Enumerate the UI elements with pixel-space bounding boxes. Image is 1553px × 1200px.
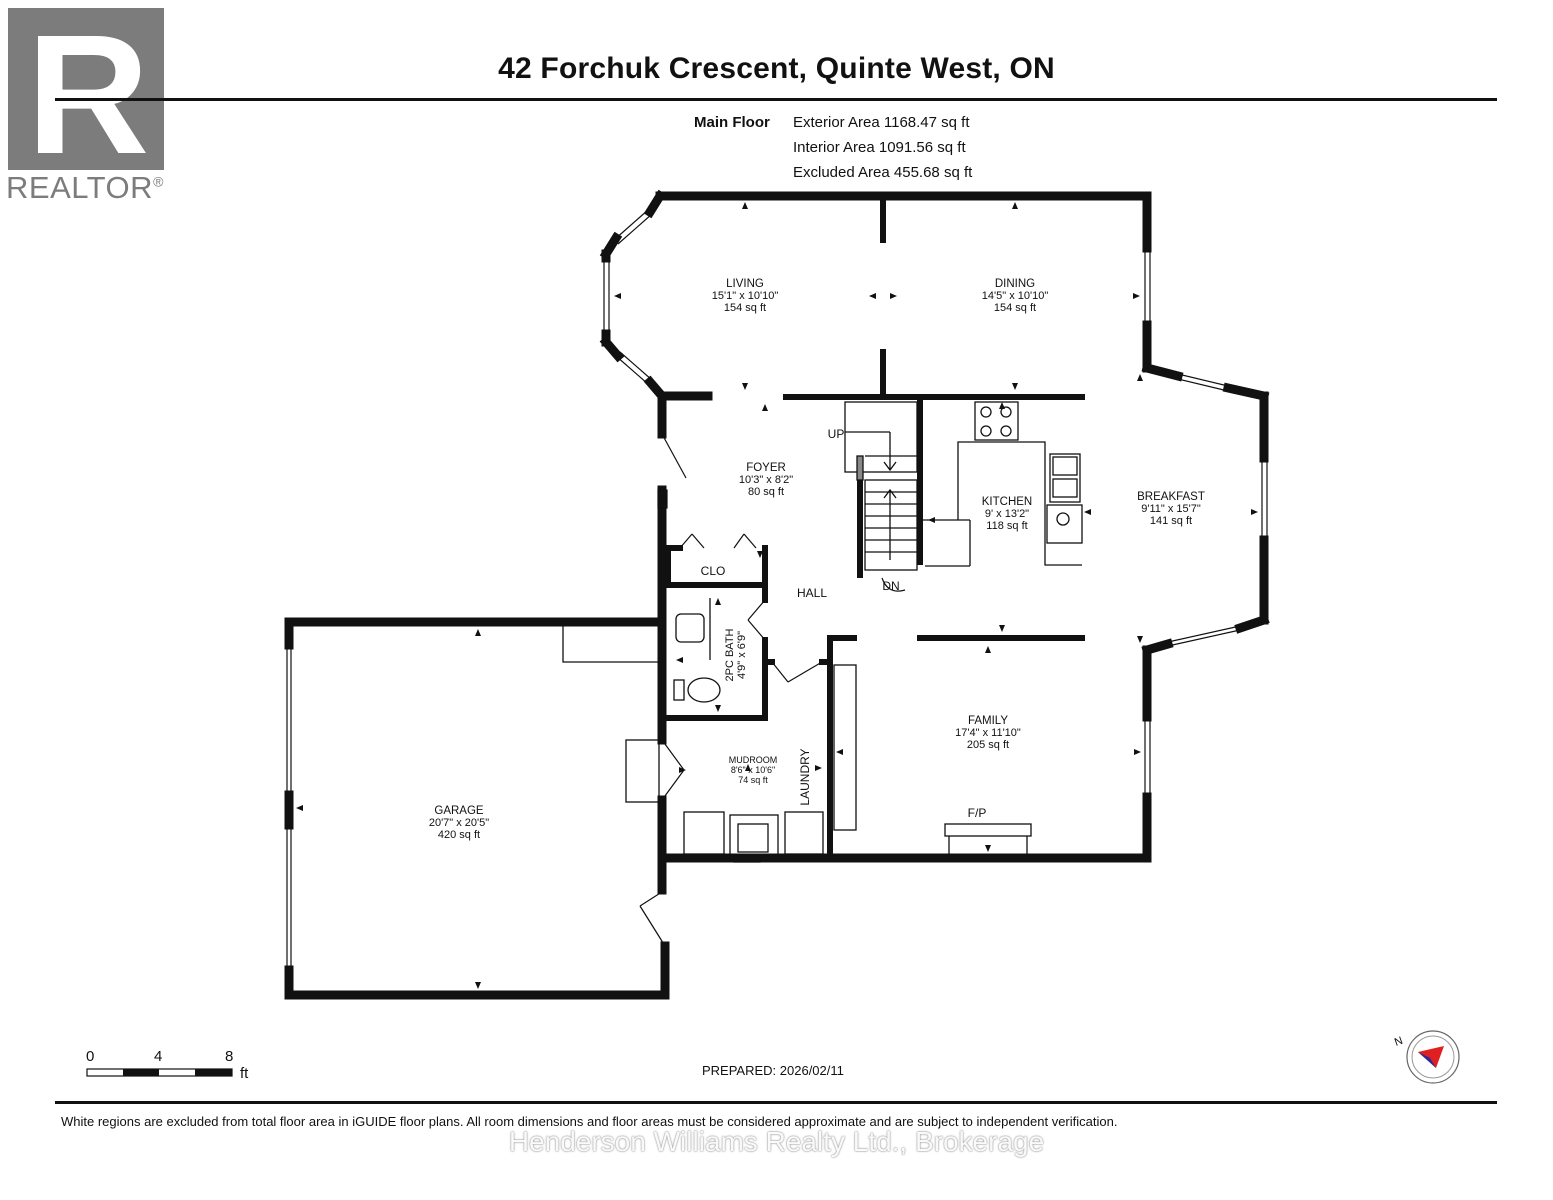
exterior-area: Exterior Area 1168.47 sq ft (793, 114, 970, 131)
header-rule (55, 98, 1497, 101)
room-living-dims: 15'1" x 10'10" (711, 290, 779, 302)
room-mudroom-dims: 8'6" x 10'6" (730, 765, 776, 775)
room-breakfast-dims: 9'11" x 15'7" (1141, 503, 1201, 515)
room-family-dims: 17'4" x 11'10" (955, 727, 1021, 739)
room-bath-name: 2PC BATH (724, 628, 736, 682)
realtor-logo: R (8, 8, 164, 170)
stairs-up-label: UP (827, 427, 845, 441)
room-kitchen-dims: 9' x 13'2" (984, 508, 1030, 520)
room-breakfast-area: 141 sq ft (1149, 515, 1193, 527)
room-mudroom-name: MUDROOM (728, 755, 778, 765)
hall-label: HALL (796, 586, 828, 600)
room-dining-area: 154 sq ft (993, 302, 1037, 314)
excluded-area: Excluded Area 455.68 sq ft (793, 164, 973, 181)
room-garage: GARAGE 20'7" x 20'5" 420 sq ft (429, 805, 489, 841)
room-foyer-name: FOYER (746, 462, 786, 474)
footer-rule (55, 1101, 1497, 1104)
room-family: FAMILY 17'4" x 11'10" 205 sq ft (955, 715, 1021, 751)
room-kitchen: KITCHEN 9' x 13'2" 118 sq ft (982, 496, 1032, 532)
laundry-label: LAUNDRY (798, 748, 812, 806)
room-kitchen-name: KITCHEN (981, 496, 1033, 508)
room-dining: DINING 14'5" x 10'10" 154 sq ft (982, 278, 1048, 314)
room-foyer: FOYER 10'3" x 8'2" 80 sq ft (739, 462, 793, 498)
registered-mark: ® (153, 173, 164, 190)
room-living: LIVING 15'1" x 10'10" 154 sq ft (712, 278, 778, 314)
stairs-down-label: DN (882, 579, 900, 593)
disclaimer-text: White regions are excluded from total fl… (61, 1114, 1118, 1129)
brokerage-watermark: Henderson Williams Realty Ltd., Brokerag… (508, 1126, 1045, 1157)
room-foyer-area: 80 sq ft (747, 486, 785, 498)
room-family-name: FAMILY (967, 715, 1009, 727)
room-mudroom: MUDROOM 8'6" x 10'6" 74 sq ft (729, 755, 778, 785)
area-summary: Main Floor Exterior Area 1168.47 sq ft I… (694, 110, 972, 185)
room-dining-name: DINING (994, 278, 1036, 290)
room-bath: 2PC BATH 4'9" x 6'9" (724, 629, 748, 682)
closet-label: CLO (700, 564, 726, 578)
room-family-area: 205 sq ft (966, 739, 1010, 751)
realtor-wordmark-text: REALTOR (6, 170, 154, 205)
scale-tick-4: 4 (154, 1048, 163, 1065)
room-breakfast: BREAKFAST 9'11" x 15'7" 141 sq ft (1137, 491, 1205, 527)
realtor-wordmark: REALTOR® (6, 170, 164, 206)
prepared-date: PREPARED: 2026/02/11 (702, 1063, 844, 1078)
property-address-title: 42 Forchuk Crescent, Quinte West, ON (498, 52, 1055, 85)
fixtures (562, 401, 1083, 863)
floor-label: Main Floor (694, 114, 770, 131)
realtor-logo-letter: R (27, 8, 150, 170)
room-kitchen-area: 118 sq ft (986, 520, 1028, 532)
room-breakfast-name: BREAKFAST (1137, 491, 1205, 503)
scale-tick-8: 8 (225, 1048, 234, 1065)
room-garage-dims: 20'7" x 20'5" (428, 817, 490, 829)
interior-area: Interior Area 1091.56 sq ft (793, 139, 966, 156)
room-foyer-dims: 10'3" x 8'2" (738, 474, 794, 486)
room-dining-dims: 14'5" x 10'10" (981, 290, 1049, 302)
scale-tick-0: 0 (86, 1048, 95, 1065)
measurement-arrows (296, 202, 1258, 989)
room-garage-name: GARAGE (434, 805, 484, 817)
window-panes (286, 209, 1268, 970)
exterior-walls (284, 189, 1270, 1000)
compass-icon: N (1393, 1030, 1460, 1084)
fireplace-label: F/P (967, 806, 987, 820)
scale-bar (86, 1068, 233, 1077)
compass-north-label: N (1393, 1035, 1405, 1049)
room-living-area: 154 sq ft (723, 302, 767, 314)
room-garage-area: 420 sq ft (437, 829, 481, 841)
room-bath-dims: 4'9" x 6'9" (736, 630, 748, 680)
doors (639, 433, 906, 947)
interior-walls (662, 197, 1085, 861)
scale-unit: ft (240, 1065, 249, 1082)
room-living-name: LIVING (726, 278, 764, 290)
room-mudroom-area: 74 sq ft (738, 775, 768, 785)
